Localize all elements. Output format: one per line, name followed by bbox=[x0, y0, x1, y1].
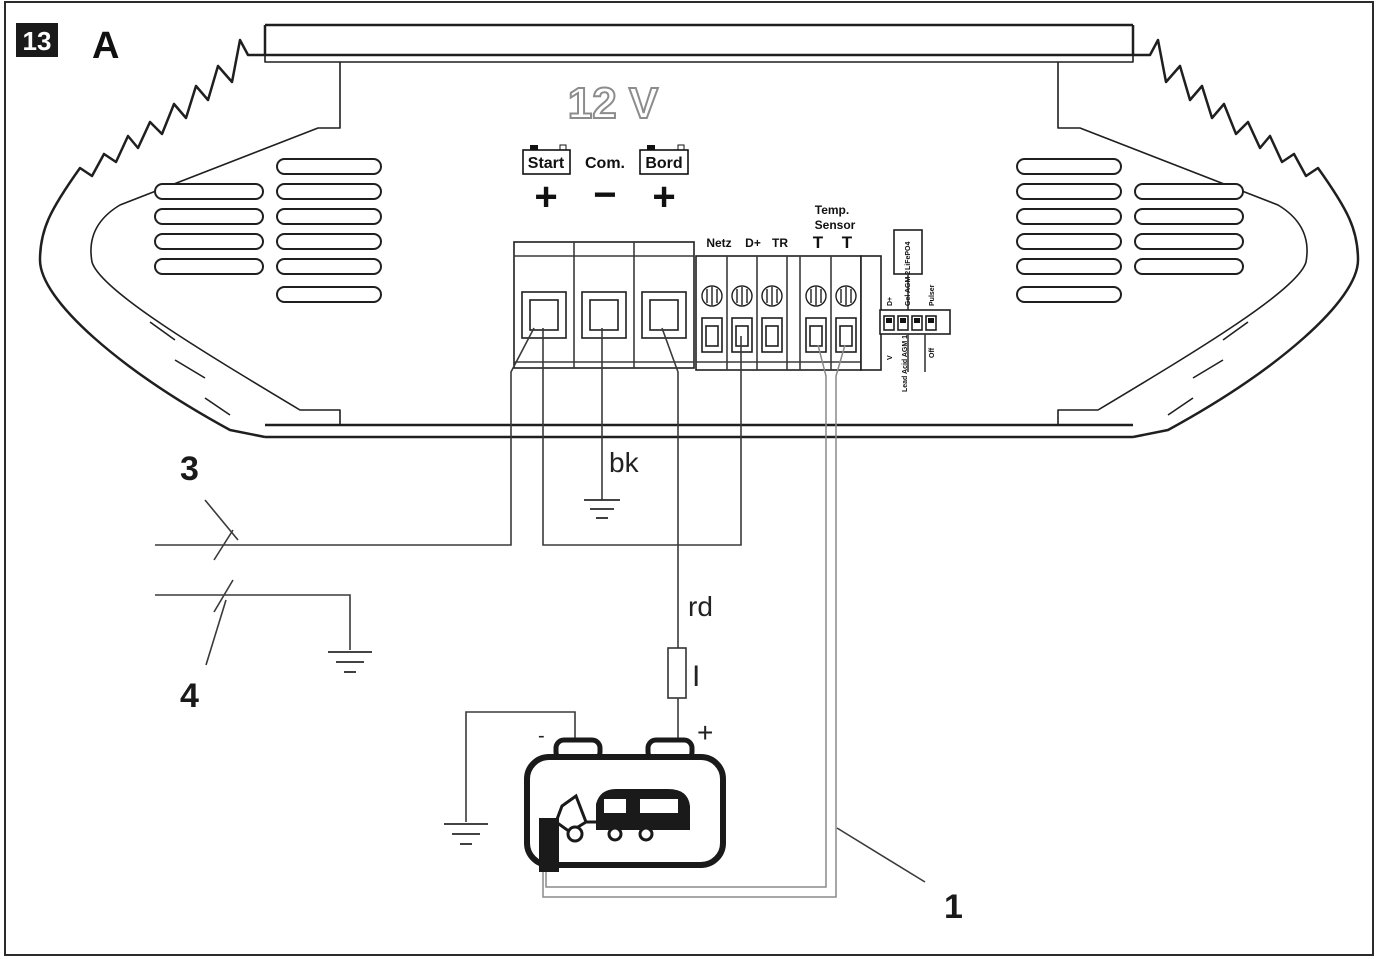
wire-switch-4-ground bbox=[155, 594, 351, 650]
wire-bord-positive bbox=[661, 327, 679, 648]
dip-label-pulser: Pulser bbox=[929, 284, 936, 306]
callout-4: 4 bbox=[180, 677, 199, 715]
aux-netz-label: Netz bbox=[706, 236, 731, 250]
ground-symbol-switch-4 bbox=[328, 651, 372, 673]
temp-pin-2-label: T bbox=[842, 233, 853, 252]
switch-3-lever bbox=[213, 529, 234, 561]
charger-housing: 12 V bbox=[38, 23, 1360, 439]
dip-label-lead-acid-agm1: Lead Acid AGM 1 bbox=[902, 335, 909, 392]
main-terminal-block bbox=[513, 241, 695, 369]
callout-3-leader bbox=[204, 499, 239, 541]
terminal-com-sign: − bbox=[593, 173, 616, 217]
dip-label-dplus: D+ bbox=[887, 297, 894, 306]
dip-top-label: LiFePO4 bbox=[905, 241, 912, 270]
figure-number: 13 bbox=[23, 26, 52, 56]
housing-bottom-rail bbox=[265, 423, 1133, 439]
terminal-start-label: Start bbox=[528, 155, 565, 172]
wire-start-to-dplus bbox=[542, 328, 742, 546]
terminal-bord-label: Bord bbox=[645, 155, 682, 172]
temp-sensor-probe bbox=[539, 818, 559, 872]
terminal-start-clamp bbox=[521, 291, 567, 339]
dip-label-v: V bbox=[887, 355, 894, 360]
temp-sensor-cable-b bbox=[542, 344, 846, 898]
terminal-com-clamp bbox=[581, 291, 627, 339]
voltage-label: 12 V bbox=[568, 79, 659, 128]
aux-clamps bbox=[701, 317, 857, 353]
right-wing-lower-fins bbox=[1167, 321, 1249, 416]
dip-label-gel-agm2: Gel AGM 2 bbox=[905, 271, 912, 306]
fuse-symbol bbox=[667, 647, 687, 699]
right-vents bbox=[1016, 158, 1244, 303]
positive-wire-label: rd bbox=[688, 591, 713, 622]
dip-label-off: Off bbox=[929, 347, 936, 358]
battery-plus-sign: + bbox=[697, 717, 713, 748]
ground-symbol-battery bbox=[444, 823, 488, 845]
callout-4-leader bbox=[205, 599, 227, 666]
temp-sensor-label-2: Sensor bbox=[815, 218, 856, 232]
temp-pin-1-label: T bbox=[813, 233, 824, 252]
aux-terminal-block bbox=[695, 255, 882, 371]
housing-top-rail bbox=[265, 23, 1133, 57]
housing-left-wing bbox=[38, 25, 267, 439]
terminal-bord-clamp bbox=[641, 291, 687, 339]
wire-start-to-switch-3 bbox=[155, 327, 535, 546]
battery: - + bbox=[524, 717, 726, 872]
terminal-bord-sign: + bbox=[652, 175, 675, 219]
callouts: 3 4 1 bbox=[180, 450, 963, 926]
wiring: bk rd I bbox=[155, 327, 846, 898]
battery-minus-sign: - bbox=[538, 725, 545, 747]
main-terminal-labels: Start Com. Bord + − + bbox=[522, 144, 689, 219]
aux-screws bbox=[701, 285, 857, 307]
temp-sensor-label-1: Temp. bbox=[815, 203, 849, 217]
callout-1: 1 bbox=[944, 888, 963, 926]
caravan-icon bbox=[554, 789, 690, 843]
switch-4-lever bbox=[213, 579, 234, 613]
aux-dplus-label: D+ bbox=[745, 236, 761, 250]
terminal-start-sign: + bbox=[534, 175, 557, 219]
figure-number-badge: 13 bbox=[16, 23, 58, 57]
dip-switch: LiFePO4 D+ Gel AGM 2 Pulser V Lead Acid … bbox=[879, 229, 951, 392]
callout-1-leader bbox=[836, 827, 926, 883]
aux-terminal-labels: Netz D+ TR Temp. Sensor T T bbox=[706, 203, 855, 252]
wire-battery-negative bbox=[465, 711, 576, 822]
temp-sensor-cable-a bbox=[545, 344, 827, 888]
ground-wire-label: bk bbox=[609, 447, 640, 478]
ground-symbol-com bbox=[584, 499, 620, 519]
housing-right-wing bbox=[1131, 25, 1360, 439]
figure-frame bbox=[4, 1, 1374, 956]
left-wing-lower-fins bbox=[149, 321, 231, 416]
aux-tr-label: TR bbox=[772, 236, 788, 250]
callout-3: 3 bbox=[180, 450, 199, 488]
fuse-label: I bbox=[692, 660, 700, 693]
left-vents bbox=[154, 158, 382, 303]
terminal-com-label: Com. bbox=[585, 155, 625, 172]
panel-label: A bbox=[92, 25, 119, 67]
